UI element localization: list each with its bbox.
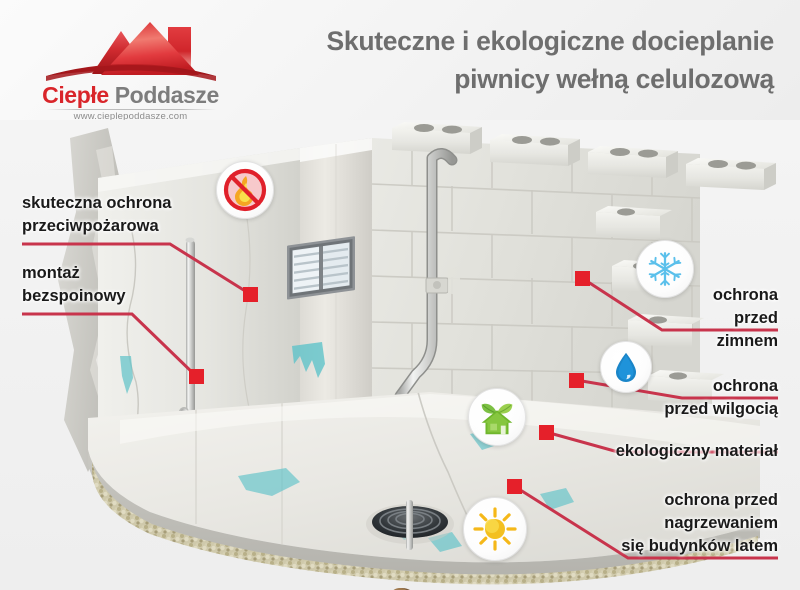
red-roof-logo-icon [46, 22, 216, 81]
header: Ciepłe Poddasze www.cieplepoddasze.com S… [0, 0, 800, 132]
logo-website-url: www.cieplepoddasze.com [73, 111, 188, 122]
basement-window [287, 236, 355, 378]
page-title-line-2: piwnicy wełną celulozową [454, 64, 774, 94]
wall-drain-pipe [394, 148, 460, 402]
snowflake-icon [636, 240, 694, 298]
callout-ecological-material-label: ekologiczny materiał [615, 442, 778, 460]
logo-divider [46, 109, 216, 110]
callout-fire-protection: skuteczna ochrona przeciwpożarowa [22, 192, 282, 238]
company-logo[interactable]: Ciepłe Poddasze www.cieplepoddasze.com [28, 14, 233, 126]
logo-wordmark: Ciepłe Poddasze [28, 82, 233, 109]
leaves [481, 403, 513, 414]
callout-moisture-protection-label: ochrona przed wilgocią [664, 377, 778, 418]
eco-house-icon [468, 388, 526, 446]
stepped-blocks-top [392, 122, 776, 190]
floor-drain [366, 500, 454, 550]
callout-cold-protection: ochrona przed zimnem [518, 284, 778, 353]
callout-seamless-installation: montaż bezspoinowy [22, 262, 282, 308]
window-water-leak [292, 342, 325, 378]
callout-moisture-protection: ochrona przed wilgocią [518, 375, 778, 421]
no-fire-icon [216, 161, 274, 219]
callout-cold-protection-label: ochrona przed zimnem [712, 286, 778, 350]
page-title: Skuteczne i ekologiczne docieplanie piwn… [244, 22, 775, 98]
sun-icon [463, 497, 527, 561]
logo-word-poddasze: Poddasze [108, 82, 220, 108]
water-drop-icon [600, 341, 652, 393]
callout-fire-protection-label: skuteczna ochrona przeciwpożarowa [22, 194, 172, 235]
callout-ecological-material: ekologiczny materiał [518, 440, 778, 463]
callout-seamless-installation-label: montaż bezspoinowy [22, 264, 126, 305]
callout-summer-heat-protection-label: ochrona przed nagrzewaniem się budynków … [621, 491, 778, 555]
logo-word-ciepte: Ciepłe [42, 82, 109, 108]
callout-summer-heat-protection: ochrona przed nagrzewaniem się budynków … [518, 489, 778, 558]
page-title-line-1: Skuteczne i ekologiczne docieplanie [326, 26, 775, 56]
